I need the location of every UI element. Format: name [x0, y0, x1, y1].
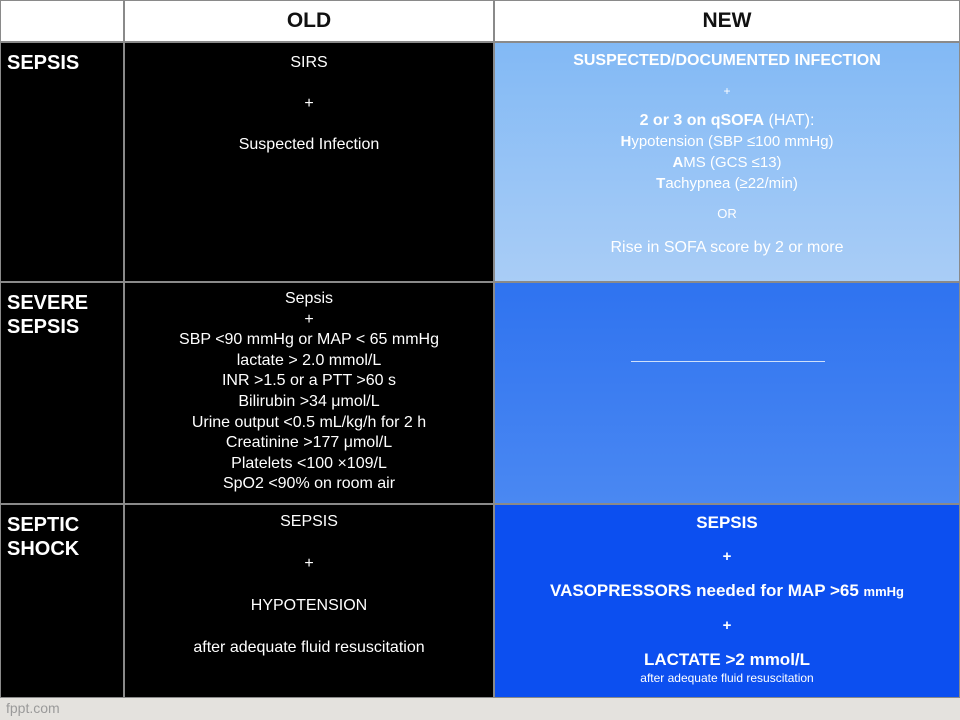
severe-old-line: lactate > 2.0 mmol/L: [236, 351, 382, 369]
sepsis-old-line: +: [304, 95, 314, 112]
qsofa-bold: 2 or 3 on qSOFA: [639, 112, 765, 129]
sepsis-old-cell: SIRS + Suspected Infection: [124, 42, 494, 282]
sepsis-new-plus: +: [723, 84, 731, 98]
severe-old-line: +: [304, 310, 314, 328]
t-letter: T: [656, 175, 666, 192]
shock-old-line: +: [304, 555, 314, 572]
severe-old-line: Sepsis: [284, 290, 334, 307]
a-letter: A: [672, 154, 684, 171]
severe-old-line: Bilirubin >34 μmol/L: [238, 392, 380, 410]
shock-new-plus: +: [722, 548, 732, 565]
sepsis-old-line: SIRS: [290, 54, 328, 71]
sepsis-old-line: Suspected Infection: [238, 136, 380, 153]
vaso-unit: mmHg: [863, 584, 904, 599]
h-rest: ypotension (SBP ≤100 mmHg): [631, 133, 834, 150]
qsofa-rest: (HAT):: [764, 112, 815, 129]
shock-old-line: SEPSIS: [280, 513, 338, 530]
row-label-shock-line1: SEPTIC: [7, 514, 80, 536]
header-old: OLD: [124, 0, 494, 42]
row-label-sepsis-text: SEPSIS: [7, 52, 80, 74]
shock-new-plus: +: [722, 617, 732, 634]
row-label-septic-shock: SEPTIC SHOCK: [0, 504, 124, 698]
footer-watermark: fppt.com: [6, 700, 60, 716]
sepsis-new-hypotension: Hypotension (SBP ≤100 mmHg): [495, 131, 959, 152]
header-corner: [0, 0, 124, 42]
shock-old-cell: SEPSIS + HYPOTENSION after adequate flui…: [124, 504, 494, 698]
empty-line-divider: [631, 361, 825, 362]
sepsis-new-infection: SUSPECTED/DOCUMENTED INFECTION: [573, 52, 881, 69]
row-label-severe-sepsis: SEVERE SEPSIS: [0, 282, 124, 504]
shock-new-lactate: LACTATE >2 mmol/L: [643, 650, 811, 669]
t-rest: achypnea (≥22/min): [665, 175, 798, 192]
shock-new-sepsis: SEPSIS: [696, 513, 758, 532]
sepsis-new-cell: SUSPECTED/DOCUMENTED INFECTION + 2 or 3 …: [494, 42, 960, 282]
severe-old-line: Platelets <100 ×109/L: [231, 454, 387, 472]
a-rest: MS (GCS ≤13): [683, 154, 782, 171]
row-label-severe-line1: SEVERE: [7, 292, 89, 314]
shock-new-cell: SEPSIS + VASOPRESSORS needed for MAP >65…: [494, 504, 960, 698]
vaso-text: VASOPRESSORS needed for MAP >65: [550, 581, 859, 600]
row-label-severe-line2: SEPSIS: [7, 316, 80, 338]
shock-old-line: after adequate fluid resuscitation: [193, 639, 425, 656]
severe-new-cell: [494, 282, 960, 504]
sepsis-new-qsofa: 2 or 3 on qSOFA (HAT):: [495, 111, 959, 131]
row-label-shock-line2: SHOCK: [7, 538, 80, 560]
sepsis-comparison-table: OLD NEW SEPSIS SIRS + Suspected Infectio…: [0, 0, 960, 698]
sepsis-new-or: OR: [717, 206, 737, 221]
severe-old-line: SBP <90 mmHg or MAP < 65 mmHg: [179, 331, 439, 349]
sepsis-new-sofa: Rise in SOFA score by 2 or more: [610, 239, 844, 256]
severe-old-cell: Sepsis + SBP <90 mmHg or MAP < 65 mmHg l…: [124, 282, 494, 504]
header-new: NEW: [494, 0, 960, 42]
severe-old-line: Creatinine >177 μmol/L: [225, 434, 393, 452]
sepsis-new-tachypnea: Tachypnea (≥22/min): [495, 173, 959, 194]
shock-new-vasopressors: VASOPRESSORS needed for MAP >65 mmHg: [495, 580, 959, 603]
sepsis-new-ams: AMS (GCS ≤13): [495, 152, 959, 173]
severe-old-line: INR >1.5 or a PTT >60 s: [221, 372, 396, 390]
shock-old-line: HYPOTENSION: [250, 597, 368, 614]
shock-new-after: after adequate fluid resuscitation: [640, 671, 814, 685]
row-label-sepsis: SEPSIS: [0, 42, 124, 282]
severe-old-line: Urine output <0.5 mL/kg/h for 2 h: [191, 413, 427, 431]
severe-old-line: SpO2 <90% on room air: [222, 475, 396, 493]
h-letter: H: [620, 133, 632, 150]
